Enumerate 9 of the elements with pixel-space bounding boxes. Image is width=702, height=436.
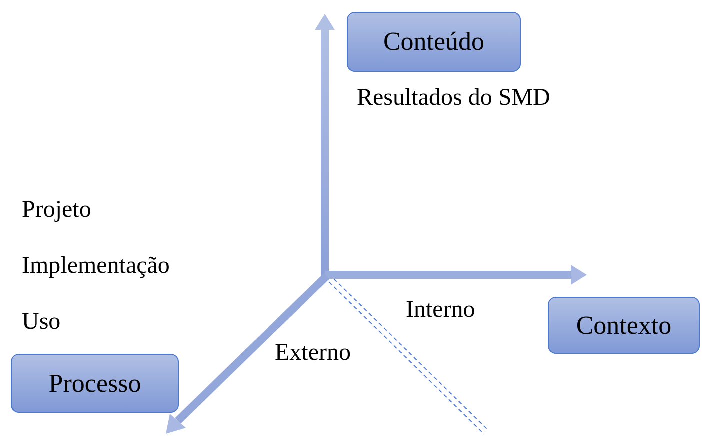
rounded-box: Processo [11,354,179,413]
axis-label: Uso [22,310,61,334]
rounded-box: Conteúdo [347,12,521,72]
axis-label: Implementação [22,254,170,278]
axis-label: Externo [275,341,351,365]
axis-label: Resultados do SMD [357,86,550,110]
rounded-box: Contexto [548,297,700,354]
axis-label: Interno [406,298,476,322]
axis-label: Projeto [22,198,92,222]
